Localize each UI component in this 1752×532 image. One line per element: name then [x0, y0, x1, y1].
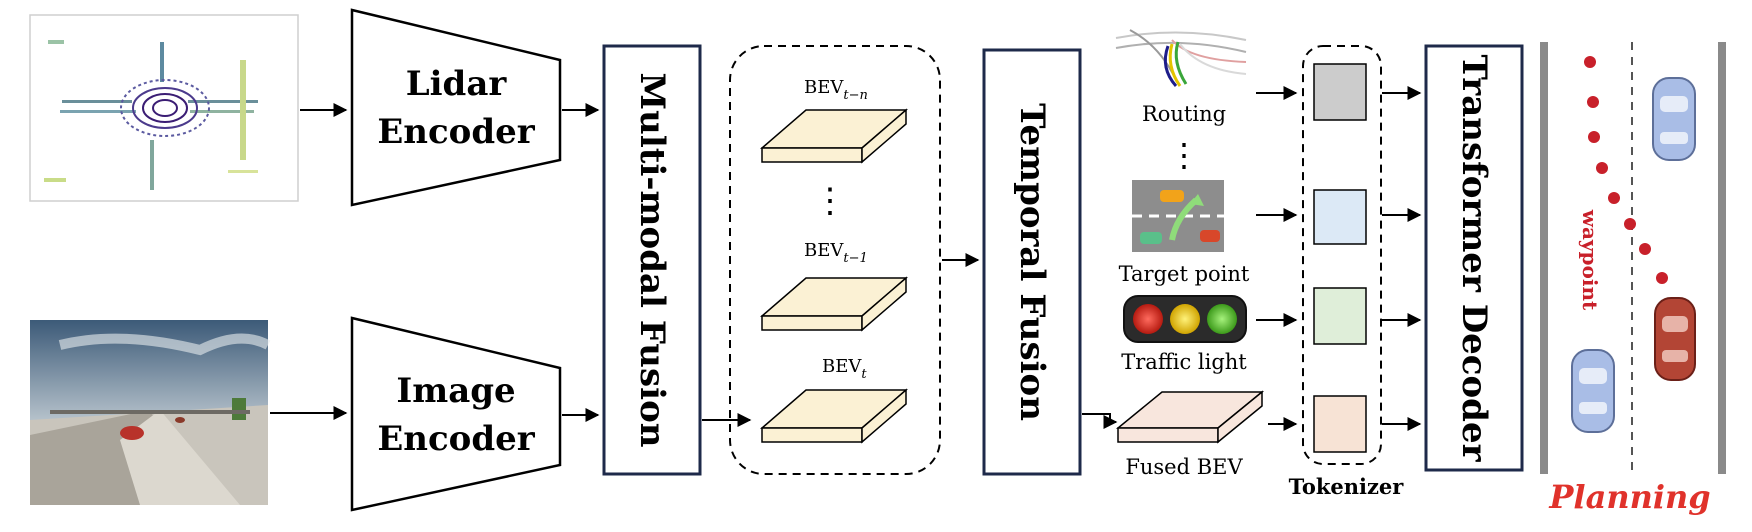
planning-panel: waypoint — [1540, 42, 1726, 474]
temporal-fusion-block: Temporal Fusion — [982, 48, 1082, 476]
token-traffic-light — [1313, 287, 1367, 345]
bev-t-1-base: BEV — [804, 240, 844, 261]
traffic-light-image — [1123, 295, 1247, 343]
waypoint-dot — [1608, 192, 1620, 204]
multimodal-fusion-label: Multi-modal Fusion — [632, 73, 672, 448]
token-target-point — [1313, 189, 1367, 245]
car-red — [1654, 297, 1696, 381]
svg-text:BEVt: BEVt — [822, 356, 867, 382]
bev-slab-t-n: BEVt−n — [759, 77, 909, 164]
tokenizer-label: Tokenizer — [1289, 474, 1405, 499]
road-edge-right — [1718, 42, 1726, 474]
waypoint-dot — [1596, 162, 1608, 174]
inputs-ellipsis: ⋮ — [1168, 136, 1200, 174]
bev-t-1-sub: t−1 — [843, 251, 867, 266]
bev-t-n-base: BEV — [804, 77, 844, 98]
road-edge-left — [1540, 42, 1548, 474]
routing-label: Routing — [1142, 102, 1226, 126]
fused-bev-slab — [1115, 390, 1265, 444]
image-encoder-line2: Encoder — [377, 419, 535, 459]
lidar-encoder-line1: Lidar — [406, 64, 508, 104]
image-encoder: Image Encoder — [350, 316, 562, 512]
waypoints — [1584, 56, 1668, 284]
bev-t-n-sub: t−n — [843, 88, 868, 103]
bev-t-base: BEV — [822, 356, 862, 377]
temporal-fusion-label: Temporal Fusion — [1012, 103, 1052, 421]
transformer-decoder-label: Transformer Decoder — [1454, 54, 1494, 462]
car-blue-ego — [1571, 349, 1615, 433]
routing-image — [1112, 20, 1248, 90]
token-fused-bev — [1313, 395, 1367, 453]
planning-label: Planning — [1548, 478, 1710, 516]
bev-stack: BEVt−n ⋮ BEVt−1 BEVt — [729, 45, 941, 475]
svg-text:BEVt−n: BEVt−n — [804, 77, 868, 103]
traffic-light-label: Traffic light — [1121, 350, 1247, 374]
bev-ellipsis: ⋮ — [813, 181, 847, 221]
waypoint-dot — [1588, 131, 1600, 143]
waypoint-label: waypoint — [1578, 209, 1602, 311]
target-point-label: Target point — [1119, 262, 1250, 286]
waypoint-dot — [1656, 272, 1668, 284]
bev-t-sub: t — [861, 367, 867, 382]
lidar-pointcloud-image — [29, 14, 299, 202]
waypoint-dot — [1639, 243, 1651, 255]
waypoint-dot — [1587, 96, 1599, 108]
lidar-encoder: Lidar Encoder — [350, 8, 562, 207]
transformer-decoder-block: Transformer Decoder — [1424, 44, 1524, 472]
multimodal-fusion-block: Multi-modal Fusion — [602, 44, 702, 476]
tokenizer-block — [1302, 45, 1382, 465]
image-encoder-line1: Image — [396, 371, 515, 411]
waypoint-dot — [1584, 56, 1596, 68]
bev-slab-t-1: BEVt−1 — [759, 240, 909, 332]
fused-bev-label: Fused BEV — [1125, 455, 1243, 479]
lidar-encoder-line2: Encoder — [377, 112, 535, 152]
car-blue-top — [1652, 77, 1696, 161]
svg-text:BEVt−1: BEVt−1 — [804, 240, 868, 266]
camera-image — [30, 320, 271, 505]
target-point-image — [1132, 180, 1224, 252]
bev-slab-t: BEVt — [759, 356, 909, 444]
waypoint-dot — [1624, 218, 1636, 230]
token-routing — [1313, 63, 1367, 121]
